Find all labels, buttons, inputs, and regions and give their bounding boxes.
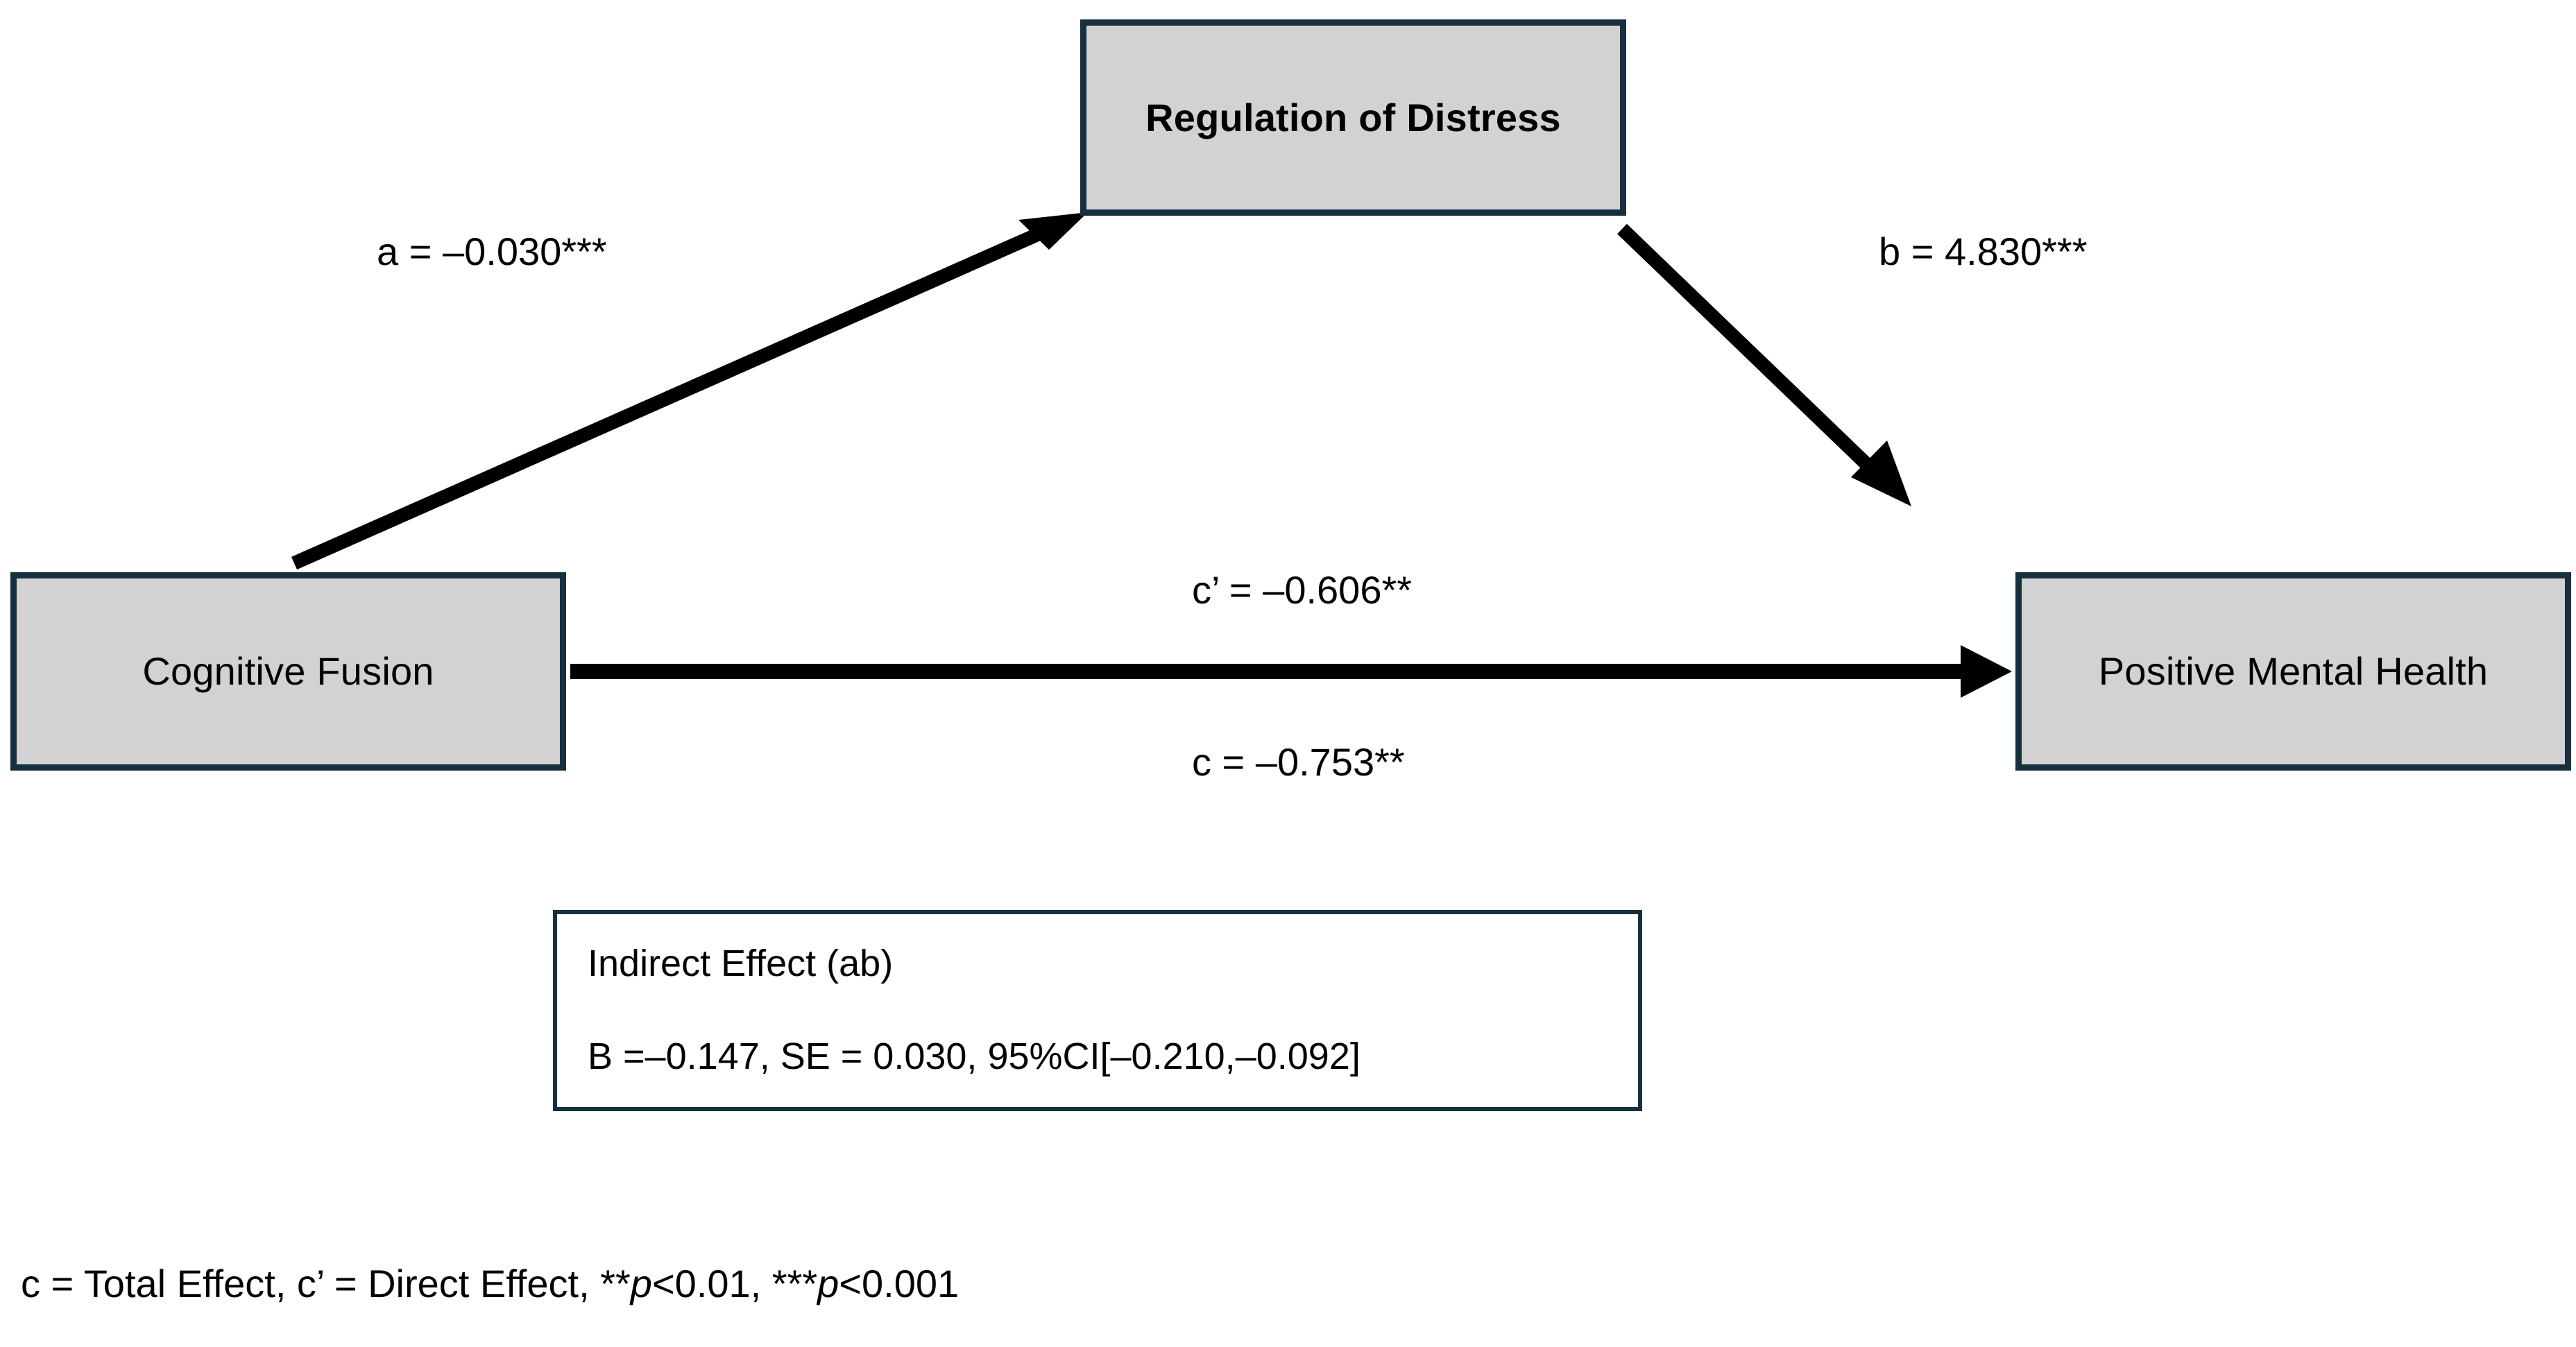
path-label-c: c = –0.753** [1192,740,1405,784]
footnote-part-1: c = Total Effect, c’ = Direct Effect, ** [21,1262,631,1305]
node-label-outcome: Positive Mental Health [2098,649,2489,694]
footnote-part-3: <0.001 [839,1262,959,1305]
indirect-effect-statistics: B =–0.147, SE = 0.030, 95%CI[–0.210,–0.0… [588,1036,1360,1077]
node-cognitive-fusion[interactable]: Cognitive Fusion [10,572,566,771]
footnote-italic-p-2: p [817,1262,839,1305]
path-label-b: b = 4.830*** [1879,230,2088,273]
indirect-effect-title: Indirect Effect (ab) [588,943,894,984]
footnote-italic-p-1: p [630,1262,652,1305]
arrow-path-c-prime [570,645,2012,698]
path-label-a: a = –0.030*** [377,230,607,273]
figure-footnote: c = Total Effect, c’ = Direct Effect, **… [21,1261,959,1306]
node-label-predictor: Cognitive Fusion [142,649,434,694]
arrow-path-b [1617,223,1911,506]
footnote-part-2: <0.01, *** [651,1262,818,1305]
node-positive-mental-health[interactable]: Positive Mental Health [2015,572,2571,771]
path-label-c-prime: c’ = –0.606** [1192,568,1413,612]
indirect-effect-box: Indirect Effect (ab) B =–0.147, SE = 0.0… [553,910,1642,1111]
node-regulation-of-distress[interactable]: Regulation of Distress [1080,19,1626,216]
node-label-mediator: Regulation of Distress [1145,95,1561,139]
